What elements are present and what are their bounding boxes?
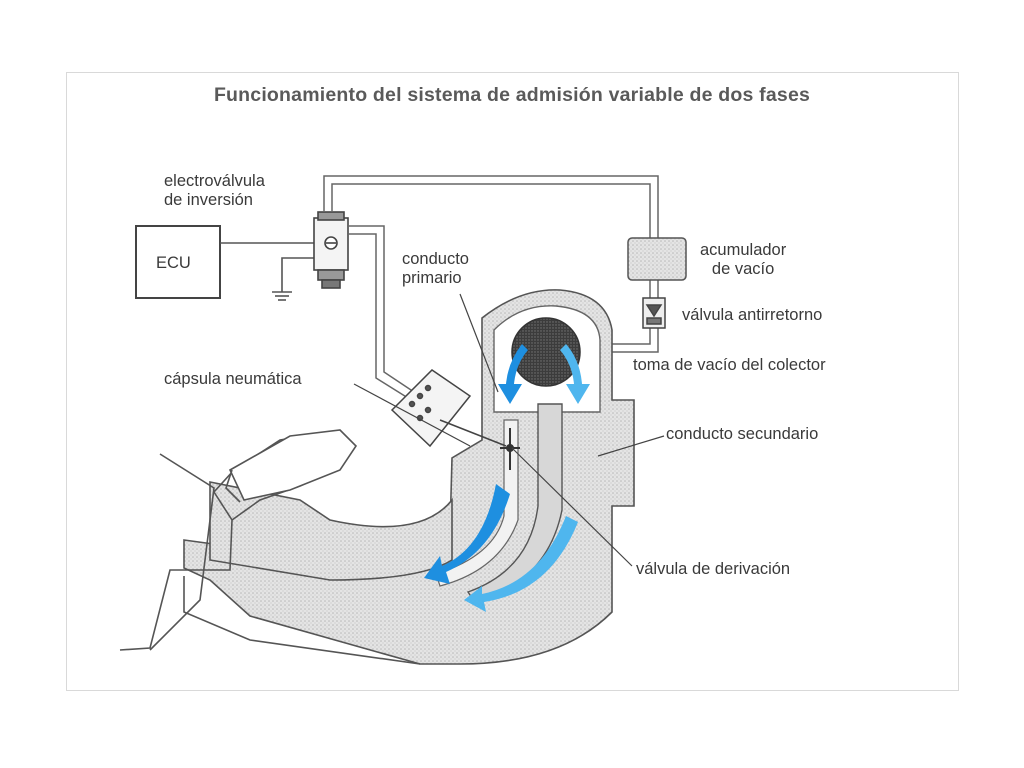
ecu-label: ECU [156, 254, 191, 272]
leader-lines [353, 293, 665, 567]
bypass-valve [500, 428, 520, 470]
manifold-vacuum-tap-label: toma de vacío del colector [633, 356, 826, 374]
solenoid-valve-label-line1: electroválvula [164, 172, 265, 190]
vacuum-hoses [323, 175, 659, 399]
primary-duct-label: conducto primario [402, 250, 469, 288]
solenoid-valve-label-line2: de inversión [164, 191, 253, 209]
airflow-arrows [424, 344, 590, 612]
plenum-rotor [511, 317, 581, 387]
check-valve [642, 297, 666, 329]
bypass-valve-label: válvula de derivación [636, 560, 791, 578]
primary-duct-label-line2: primario [402, 269, 462, 287]
pneumatic-capsule [390, 369, 507, 448]
vacuum-accumulator [627, 237, 687, 281]
ecu-box [135, 225, 221, 299]
ecu-wiring [220, 242, 314, 301]
solenoid-valve [313, 211, 349, 289]
solenoid-valve-label: electroválvula de inversión [164, 172, 265, 210]
secondary-duct-label: conducto secundario [666, 425, 819, 443]
primary-duct-label-line1: conducto [402, 250, 469, 268]
check-valve-label: válvula antirretorno [682, 306, 823, 324]
vacuum-accumulator-label: acumulador de vacío [700, 241, 786, 279]
vacuum-accumulator-label-line2: de vacío [711, 260, 775, 278]
diagram-title: Funcionamiento del sistema de admisión v… [213, 84, 811, 106]
primary-duct-wall [435, 419, 519, 587]
vacuum-accumulator-label-line1: acumulador [700, 241, 787, 259]
pneumatic-capsule-label: cápsula neumática [164, 370, 302, 388]
